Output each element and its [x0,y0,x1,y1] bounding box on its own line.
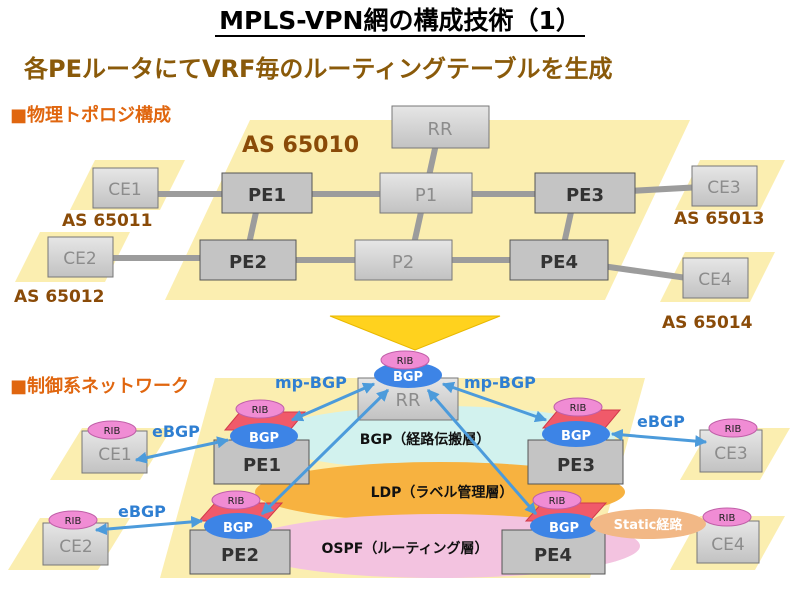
rib-ce4-label: RIB [719,513,736,524]
physical-topology: RR PE1 P1 PE3 PE2 P2 [14,105,785,333]
rib-rr-label: RIB [397,356,414,367]
rib-pe1-label: RIB [252,405,269,416]
router-ce3-label: CE3 [707,178,740,198]
control-network: RR PE1 PE3 PE2 PE4 CE1 [8,350,790,578]
rib-ce2: RIB [48,510,98,530]
rib-rr: RIB [380,350,430,370]
as-label-provider: AS 65010 [242,133,359,158]
as-label-ce3: AS 65013 [674,209,764,229]
bgp-pe1-label: BGP [249,431,279,446]
down-arrow-icon [329,315,501,351]
slide-subtitle: 各PEルータにてVRF毎のルーティングテーブルを生成 [24,55,613,83]
control-router-ce4: CE4 [696,520,760,564]
rib-ce1-label: RIB [104,426,121,437]
router-pe1: PE1 [221,172,313,214]
router-p1-label: P1 [415,185,437,206]
router-pe4: PE4 [509,239,609,281]
router-p2-label: P2 [392,252,414,273]
rib-pe1: RIB [235,399,285,419]
control-router-pe3-label: PE3 [557,455,595,476]
bgp-pe3-label: BGP [561,429,591,444]
rib-pe3-label: RIB [570,403,587,414]
as-label-ce4: AS 65014 [662,313,753,333]
as-label-ce1: AS 65011 [62,211,152,231]
control-router-rr-label: RR [395,390,420,411]
rib-ce4: RIB [702,507,752,527]
router-rr: RR [391,105,490,149]
control-router-ce1-label: CE1 [98,445,131,465]
ldp-layer-label: LDP（ラベル管理層） [371,484,514,501]
control-router-pe1-label: PE1 [243,455,281,476]
router-ce2-label: CE2 [63,249,96,269]
ebgp-arrow-ce1-pe1 [134,436,230,464]
router-ce1: CE1 [92,167,159,209]
router-ce2: CE2 [47,236,114,278]
router-pe3-label: PE3 [566,185,604,206]
router-pe2-label: PE2 [229,252,267,273]
control-router-pe2: PE2 [189,529,291,575]
rib-pe2: RIB [211,490,261,510]
ebgp-label-ce2: eBGP [118,502,166,521]
rib-ce3-label: RIB [725,424,742,435]
router-pe4-label: PE4 [540,252,578,273]
router-pe3: PE3 [534,172,636,214]
bgp-process-pe2: BGP [204,513,272,539]
rib-pe4: RIB [532,490,582,510]
router-pe2: PE2 [199,239,297,281]
rib-pe2-label: RIB [228,496,245,507]
slide-title: MPLS-VPN網の構成技術（1） [0,4,800,38]
rib-ce3: RIB [708,418,758,438]
router-ce4: CE4 [682,257,749,299]
ebgp-label-ce1: eBGP [152,422,200,441]
router-rr-label: RR [427,119,452,140]
router-ce4-label: CE4 [698,270,731,290]
control-router-pe4-label: PE4 [534,545,572,566]
control-router-pe3: PE3 [527,439,624,485]
static-route-label: Static経路 [614,517,684,533]
control-router-pe2-label: PE2 [221,545,259,566]
control-router-ce4-label: CE4 [711,535,744,555]
as-label-ce2: AS 65012 [14,287,104,307]
physical-topology-heading: ■物理トポロジ構成 [10,105,172,126]
ebgp-label-ce3: eBGP [637,412,685,431]
router-p1: P1 [379,172,473,214]
bgp-pe4-label: BGP [549,521,579,536]
bgp-process-rr: BGP [374,362,442,388]
bgp-process-pe1: BGP [230,423,298,449]
rib-pe3: RIB [553,397,603,417]
ospf-layer-label: OSPF（ルーティング層） [322,540,489,557]
control-router-ce2-label: CE2 [59,537,92,557]
mp-bgp-arrow-rr-pe2 [260,388,390,516]
mp-bgp-arrow-rr-pe4 [426,389,538,515]
control-router-ce3-label: CE3 [714,444,747,464]
mp-bgp-label-right: mp-BGP [464,373,536,392]
bgp-rr-label: BGP [393,370,423,385]
ebgp-arrow-pe3-ce3 [610,428,708,448]
router-ce1-label: CE1 [108,180,141,200]
bgp-process-pe3: BGP [542,421,610,447]
control-network-heading: ■制御系ネットワーク [10,376,190,397]
rib-ce1: RIB [87,420,137,440]
protocol-arrows [94,381,708,536]
router-pe1-label: PE1 [248,185,286,206]
bgp-process-pe4: BGP [530,513,598,539]
rib-pe4-label: RIB [549,496,566,507]
ebgp-arrow-ce2-pe2 [94,515,204,536]
router-p2: P2 [354,239,453,281]
rib-ce2-label: RIB [65,516,82,527]
router-ce3: CE3 [691,165,758,207]
static-route-badge: Static経路 [590,509,706,539]
bgp-pe2-label: BGP [223,521,253,536]
mp-bgp-label-left: mp-BGP [275,373,347,392]
